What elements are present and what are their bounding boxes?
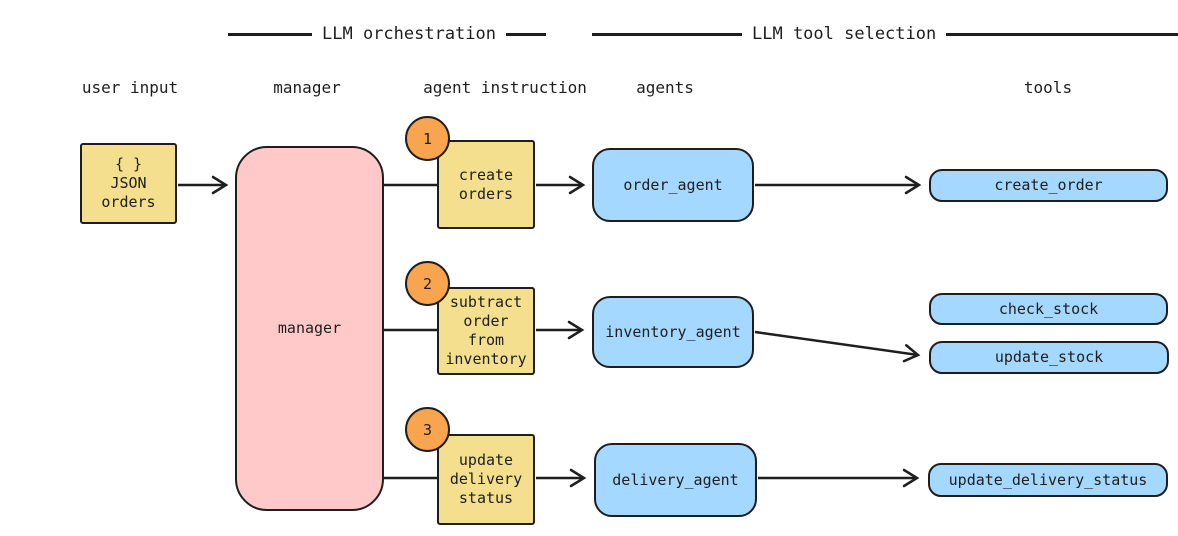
- header-rule-left: [228, 32, 312, 36]
- step-badge-1: 1: [405, 116, 450, 161]
- tool-pill-create-order: create_order: [929, 169, 1168, 202]
- agent-node-delivery: delivery_agent: [594, 443, 757, 517]
- node-text-line: create: [458, 165, 514, 184]
- header-rule-right: [506, 32, 546, 36]
- node-text-line: subtract: [449, 293, 523, 311]
- column-label-tools: tools: [1023, 78, 1073, 97]
- node-text-line: inventory_agent: [605, 322, 741, 341]
- section-header-tool-selection: LLM tool selection: [592, 24, 1178, 44]
- node-text-line: JSON: [110, 174, 147, 192]
- node-text-line: delivery_agent: [612, 470, 739, 489]
- agent-node-order: order_agent: [592, 148, 754, 222]
- node-text-line: inventory: [445, 350, 527, 368]
- node-text-line: delivery: [449, 470, 523, 488]
- header-rule-left: [592, 32, 742, 36]
- column-label-user-input: user input: [81, 78, 179, 97]
- node-text-line: create_order: [994, 176, 1103, 194]
- arrow-inventory-agent-to-update-stock: [754, 330, 921, 363]
- header-rule-right: [946, 32, 1178, 36]
- step-number: 3: [422, 420, 433, 439]
- step-badge-2: 2: [405, 261, 450, 306]
- column-label-agent-instruction: agent instruction: [423, 78, 587, 97]
- node-text-line: orders: [101, 193, 156, 211]
- step-badge-3: 3: [405, 407, 450, 452]
- column-label-agents: agents: [636, 78, 694, 97]
- node-text-line: order: [463, 312, 509, 330]
- instruction-note-2: subtract order from inventory: [437, 287, 535, 375]
- section-header-label: LLM orchestration: [322, 24, 496, 44]
- tool-pill-check-stock: check_stock: [929, 293, 1168, 325]
- node-text-line: from: [467, 331, 505, 349]
- instruction-note-1: create orders: [437, 140, 535, 229]
- node-text-line: status: [458, 489, 514, 507]
- section-header-label: LLM tool selection: [752, 24, 937, 44]
- node-text-line: orders: [458, 184, 514, 203]
- node-text-line: update: [458, 451, 514, 469]
- instruction-note-3: update delivery status: [437, 434, 535, 525]
- node-text-line: update_delivery_status: [948, 470, 1148, 489]
- tool-pill-update-stock: update_stock: [929, 341, 1169, 374]
- node-text-line: order_agent: [623, 175, 723, 194]
- node-text-line: manager: [277, 319, 342, 337]
- section-header-orchestration: LLM orchestration: [228, 24, 546, 44]
- agent-node-inventory: inventory_agent: [592, 296, 754, 368]
- node-text-line: { }: [114, 155, 143, 173]
- step-number: 2: [422, 274, 433, 293]
- step-number: 1: [422, 129, 433, 148]
- tool-pill-update-delivery-status: update_delivery_status: [928, 463, 1168, 497]
- user-input-node: { } JSON orders: [80, 143, 177, 224]
- manager-node: manager: [235, 146, 384, 511]
- node-text-line: check_stock: [998, 299, 1099, 318]
- node-text-line: update_stock: [994, 348, 1104, 366]
- column-label-manager: manager: [273, 78, 341, 97]
